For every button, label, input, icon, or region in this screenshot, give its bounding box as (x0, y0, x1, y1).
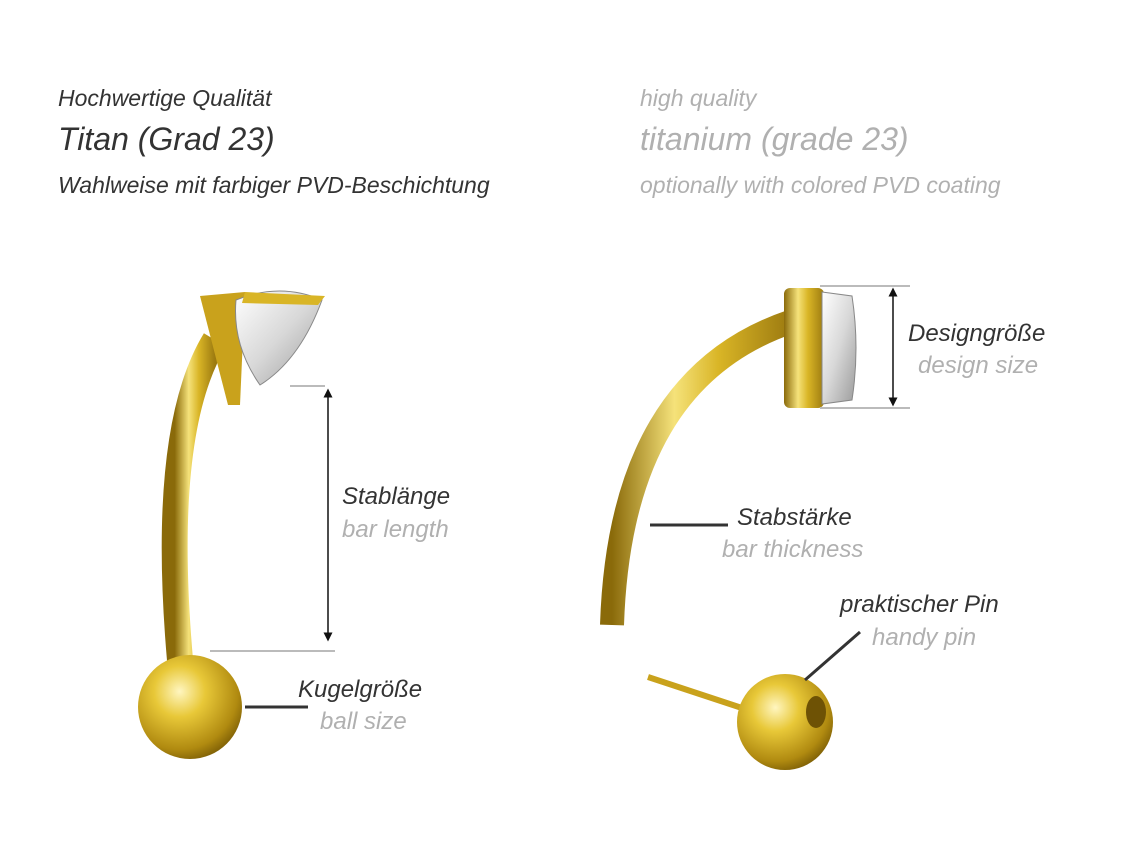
header-quality-de: Hochwertige Qualität (58, 85, 272, 111)
curved-barbell-assembled (138, 290, 325, 759)
header-quality-en: high quality (640, 85, 757, 111)
design-size-label-de: Designgröße (908, 320, 1046, 347)
curved-barbell-disassembled (600, 288, 857, 770)
design-setting (784, 288, 824, 408)
header-coating-de: Wahlweise mit farbiger PVD-Beschichtung (58, 172, 490, 198)
heart-gem (235, 290, 323, 386)
header-material-en: titanium (grade 23) (640, 121, 909, 157)
header-material-de: Titan (Grad 23) (58, 121, 275, 157)
design-size-label-en: design size (918, 352, 1039, 379)
handy-pin-label-en: handy pin (872, 624, 977, 651)
header-coating-en: optionally with colored PVD coating (640, 172, 1001, 198)
ball (138, 655, 242, 759)
handy-pin-label-de: praktischer Pin (840, 591, 999, 618)
bar-length-label-en: bar length (342, 516, 449, 543)
ball-size-label-de: Kugelgröße (298, 676, 423, 703)
pin (647, 674, 749, 713)
bar-thickness-label-en: bar thickness (722, 536, 864, 563)
bar-thickness-label-de: Stabstärke (737, 504, 852, 531)
ball-size-label-en: ball size (320, 708, 407, 735)
bar-length-label-de: Stablänge (342, 483, 451, 510)
